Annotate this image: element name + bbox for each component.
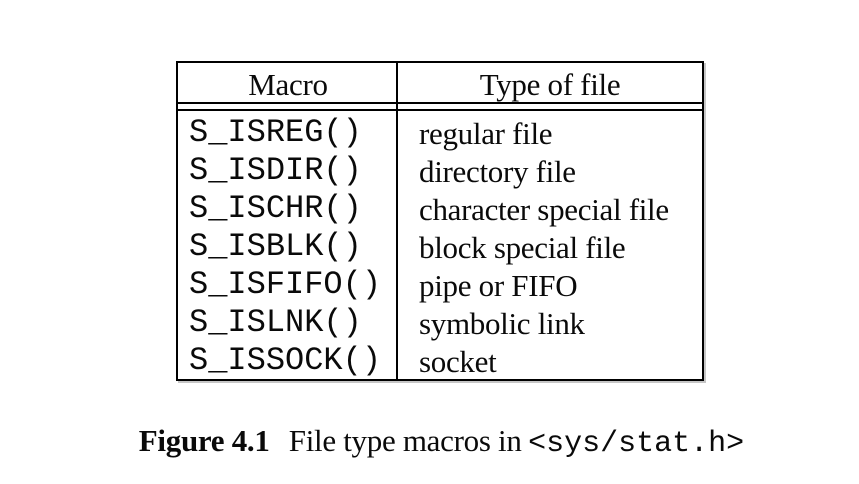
table-header-row: Macro Type of file xyxy=(178,63,702,104)
file-type: pipe or FIFO xyxy=(419,267,578,303)
macro-name: S_ISREG() xyxy=(189,114,362,151)
column-divider xyxy=(396,63,398,379)
file-type: socket xyxy=(419,343,497,379)
table-row: S_ISFIFO() pipe or FIFO xyxy=(178,266,702,304)
file-type: character special file xyxy=(419,191,669,227)
macro-name: S_ISCHR() xyxy=(189,190,362,227)
file-type: symbolic link xyxy=(419,305,585,341)
table-row: S_ISBLK() block special file xyxy=(178,228,702,266)
header-type-of-file: Type of file xyxy=(479,66,621,102)
table-row: S_ISLNK() symbolic link xyxy=(178,304,702,342)
table-row: S_ISSOCK() socket xyxy=(178,342,702,380)
macro-name: S_ISLNK() xyxy=(189,304,362,341)
figure-number: Figure 4.1 xyxy=(138,423,270,458)
macro-name: S_ISFIFO() xyxy=(189,266,382,303)
macro-name: S_ISSOCK() xyxy=(189,342,382,379)
file-type: directory file xyxy=(419,153,576,189)
file-type: block special file xyxy=(419,229,626,265)
figure-caption: Figure 4.1 File type macros in<sys/stat.h… xyxy=(0,423,859,462)
file-type-macros-table: Macro Type of file S_ISREG() regular fil… xyxy=(176,61,704,381)
header-double-rule xyxy=(178,104,702,111)
table-body: S_ISREG() regular file S_ISDIR() directo… xyxy=(178,111,702,380)
caption-text: File type macros in xyxy=(288,423,522,458)
table-row: S_ISDIR() directory file xyxy=(178,152,702,190)
caption-header-path: <sys/stat.h> xyxy=(528,427,745,461)
header-macro: Macro xyxy=(248,66,328,102)
table-row: S_ISREG() regular file xyxy=(178,114,702,152)
file-type: regular file xyxy=(419,115,553,151)
macro-name: S_ISBLK() xyxy=(189,228,362,265)
table-row: S_ISCHR() character special file xyxy=(178,190,702,228)
macro-name: S_ISDIR() xyxy=(189,152,362,189)
